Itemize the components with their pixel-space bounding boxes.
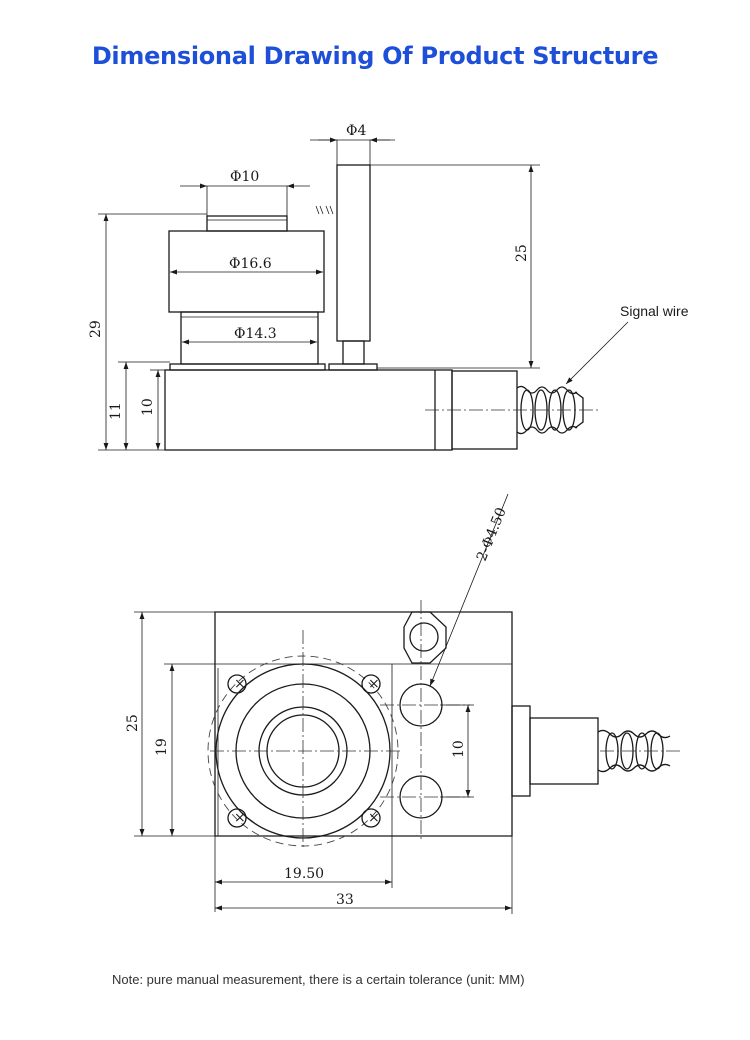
dim-square-width: 19.50 [284,866,324,882]
top-cap [206,215,288,232]
side-view: Φ4 Φ10 Φ16.6 Φ14.3 25 29 11 10 [88,123,689,451]
top-cable-gland [511,705,531,797]
top-view: × × × × 2-Φ4.50 10 25 19 [125,493,682,914]
svg-text:×: × [234,676,246,692]
dim-bottom-inner-height: 19 [154,738,170,756]
dim-top-cap-diameter: Φ10 [230,169,259,185]
base-block [164,369,453,451]
corner-screws: × × × × [227,674,381,828]
svg-text:×: × [368,676,380,692]
dim-bottom-height: 25 [125,714,141,732]
hex-nut [403,611,447,664]
signal-wire-label: Signal wire [620,303,689,319]
dim-pin-height: 25 [514,244,530,262]
footnote: Note: pure manual measurement, there is … [112,972,525,987]
dim-total-height: 29 [88,320,104,338]
dim-body-inner-diameter: Φ14.3 [234,326,277,342]
dim-mount-holes: 2-Φ4.50 [474,505,510,563]
svg-text:×: × [368,810,380,826]
page-title: Dimensional Drawing Of Product Structure [91,42,659,70]
dim-base-height-11: 11 [108,402,124,420]
dim-pin-diameter: Φ4 [346,123,366,139]
dim-base-height-10: 10 [140,398,156,416]
dim-body-outer-diameter: Φ16.6 [229,256,272,272]
cable-gland [451,370,518,450]
dim-hole-spacing: 10 [451,740,467,758]
dim-total-width: 33 [336,892,354,908]
svg-text:×: × [234,810,246,826]
pin-rod [336,164,371,342]
